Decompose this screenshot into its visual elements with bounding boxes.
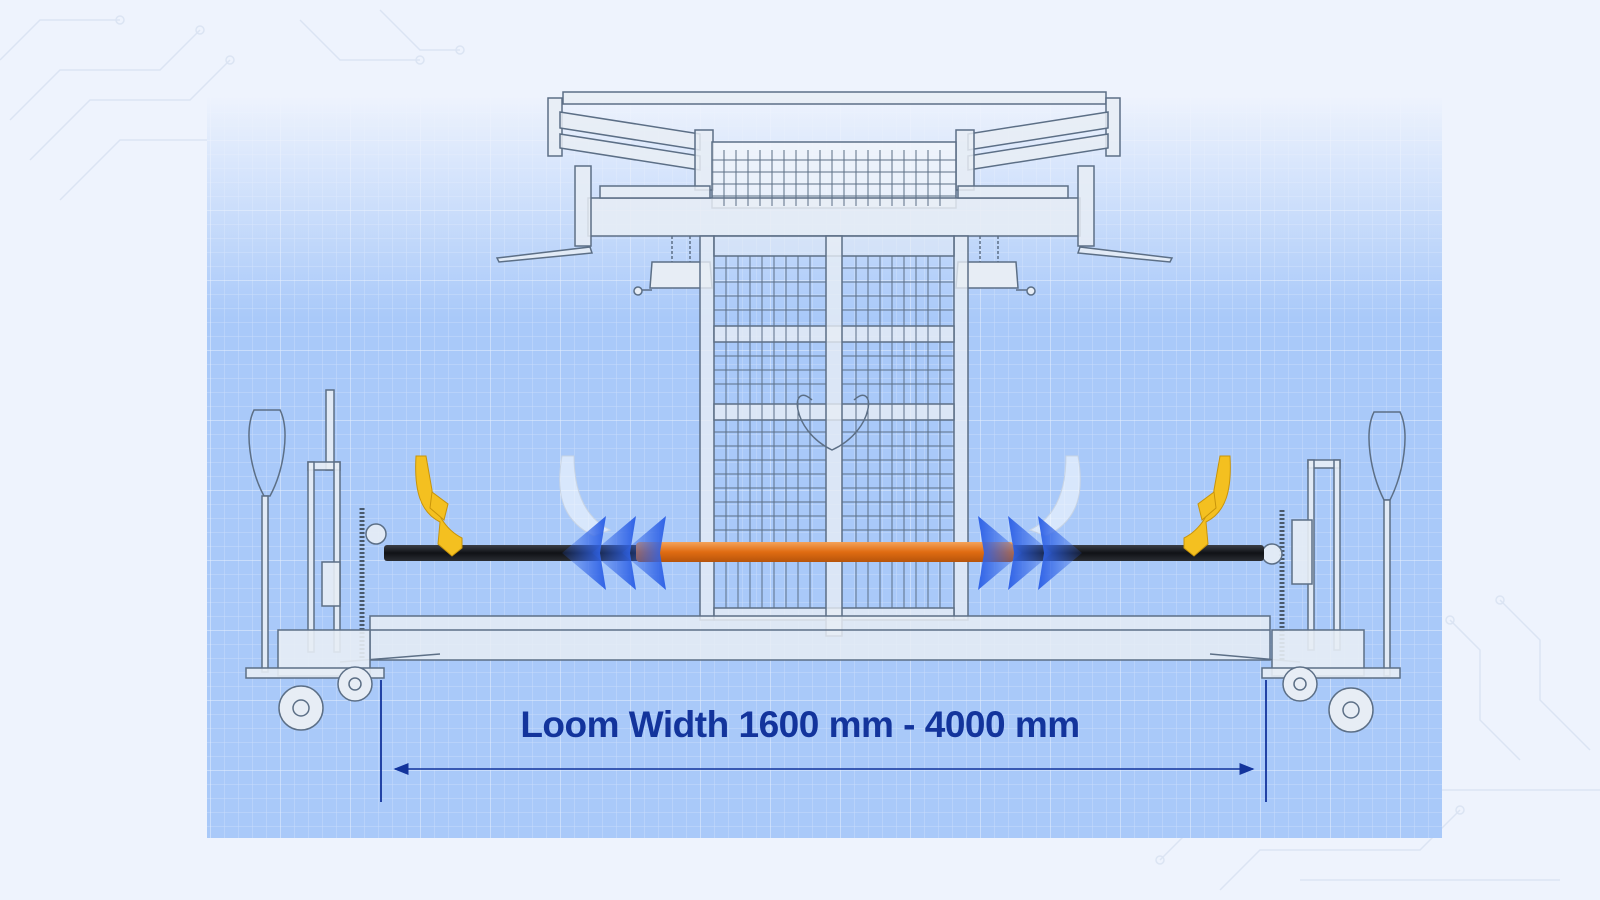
- top-mesh-guard: [712, 150, 956, 206]
- left-end-frame: [245, 389, 387, 679]
- right-beam-clamp: [1183, 455, 1231, 557]
- extension-tube: [636, 542, 1014, 562]
- left-caster-wheels: [278, 666, 373, 731]
- base-rail: [339, 615, 1301, 663]
- expand-arrows-right: [978, 516, 1082, 590]
- mast-mesh: [714, 256, 954, 608]
- top-lifting-frame: [495, 91, 1174, 263]
- hanging-hooks: [633, 236, 1036, 296]
- right-end-frame: [1261, 411, 1406, 679]
- ghost-clamps: [559, 455, 1081, 537]
- dimension-lines: [380, 680, 1267, 802]
- circuit-decoration-top-left: [0, 9, 465, 201]
- left-beam-clamp: [415, 455, 463, 557]
- right-caster-wheels: [1282, 666, 1374, 733]
- expand-arrows-left: [562, 516, 666, 590]
- blueprint-panel: [207, 96, 1442, 838]
- loom-width-label: Loom Width 1600 mm - 4000 mm: [520, 704, 1080, 745]
